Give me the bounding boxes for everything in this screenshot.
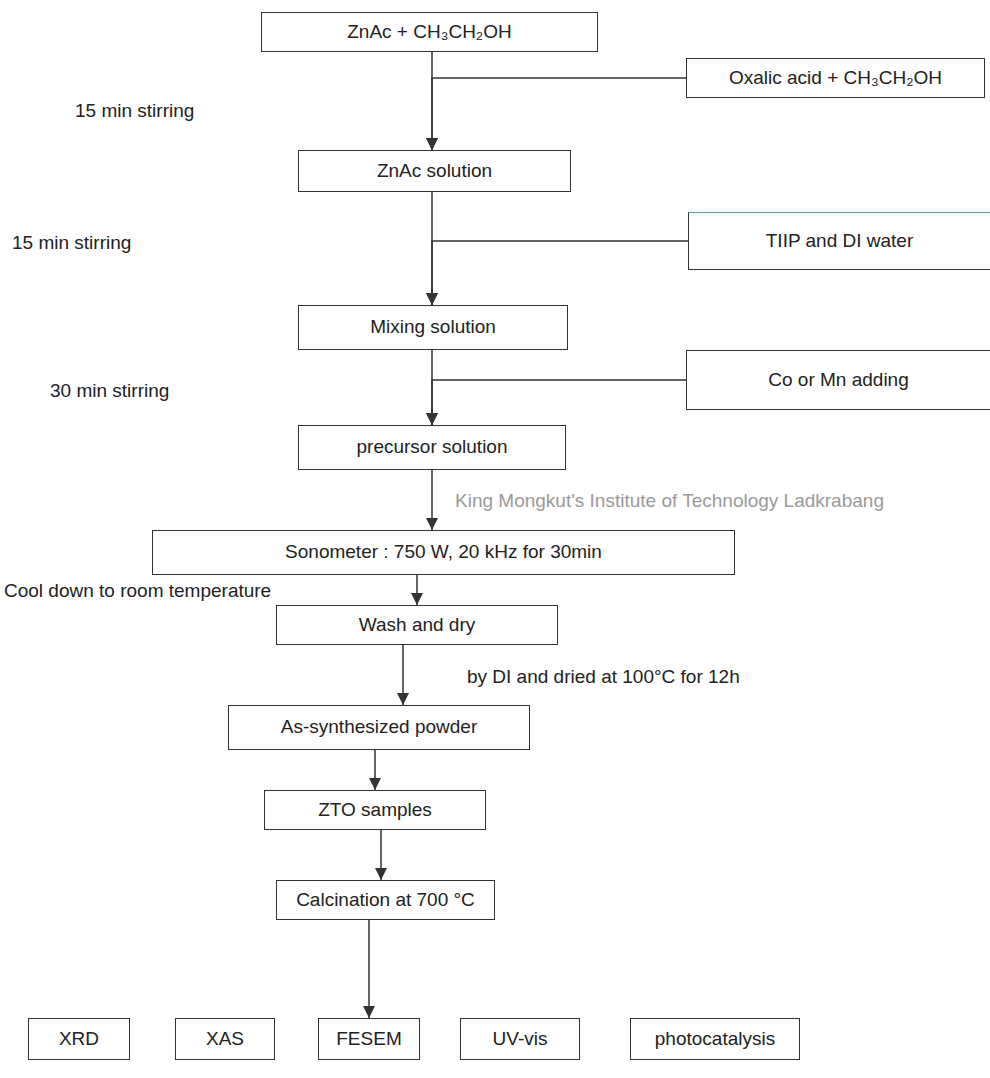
analysis-box: XAS — [175, 1018, 275, 1060]
box-text: Oxalic acid + CH₃CH₂OH — [729, 67, 942, 90]
box-text: Calcination at 700 °C — [296, 889, 475, 912]
step-note: 30 min stirring — [50, 380, 169, 403]
flow-arrow — [432, 380, 686, 425]
box-text: UV-vis — [493, 1028, 548, 1051]
flow-arrow — [402, 645, 404, 705]
watermark: King Mongkut's Institute of Technology L… — [455, 490, 884, 513]
flow-arrow — [368, 920, 370, 1018]
analysis-box: UV-vis — [460, 1018, 580, 1060]
box-text: XRD — [59, 1028, 99, 1051]
analysis-box: XRD — [28, 1018, 130, 1060]
flow-arrow — [432, 241, 688, 305]
box-text: Sonometer : 750 W, 20 kHz for 30min — [285, 541, 602, 564]
input-box: Co or Mn adding — [686, 350, 990, 410]
analysis-box: FESEM — [318, 1018, 420, 1060]
input-box: Oxalic acid + CH₃CH₂OH — [686, 58, 985, 98]
analysis-box: photocatalysis — [630, 1018, 800, 1060]
box-text: XAS — [206, 1028, 244, 1051]
step-note: Cool down to room temperature — [4, 580, 271, 603]
step-note: by DI and dried at 100°C for 12h — [467, 666, 740, 689]
process-box: Calcination at 700 °C — [276, 880, 495, 920]
process-box: Sonometer : 750 W, 20 kHz for 30min — [152, 530, 735, 575]
flow-arrow — [416, 575, 418, 605]
process-box: As-synthesized powder — [228, 705, 530, 750]
box-text: photocatalysis — [655, 1028, 775, 1051]
process-box: precursor solution — [298, 425, 566, 470]
process-box: ZTO samples — [264, 790, 486, 830]
box-text: FESEM — [336, 1028, 401, 1051]
box-text: Co or Mn adding — [768, 369, 908, 392]
box-text: Wash and dry — [359, 614, 476, 637]
flow-arrow — [380, 830, 382, 880]
input-box: TIIP and DI water — [688, 212, 990, 270]
process-box: Mixing solution — [298, 305, 568, 350]
box-text: Mixing solution — [370, 316, 496, 339]
flow-arrow — [432, 78, 686, 150]
step-note: 15 min stirring — [12, 232, 131, 255]
box-text: TIIP and DI water — [766, 230, 914, 253]
box-text: ZTO samples — [318, 799, 432, 822]
process-box: ZnAc solution — [298, 150, 571, 192]
process-box: Wash and dry — [276, 605, 558, 645]
flow-arrow — [374, 750, 376, 790]
box-text: ZnAc solution — [377, 160, 492, 183]
box-text: ZnAc + CH₃CH₂OH — [347, 21, 512, 44]
flow-arrow — [431, 470, 433, 530]
box-text: As-synthesized powder — [281, 716, 477, 739]
process-box: ZnAc + CH₃CH₂OH — [261, 12, 598, 52]
step-note: 15 min stirring — [75, 100, 194, 123]
box-text: precursor solution — [356, 436, 507, 459]
